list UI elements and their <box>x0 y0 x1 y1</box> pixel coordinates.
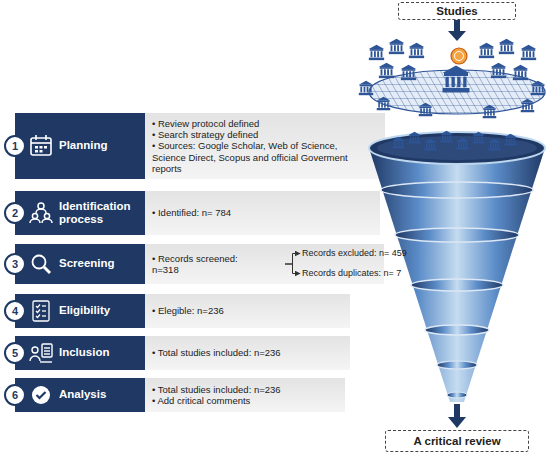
node-text: Identification process <box>59 200 141 226</box>
step-number: 4 <box>4 300 26 322</box>
node-text: Screening <box>59 257 141 270</box>
funnel <box>369 131 545 402</box>
result-box: A critical review <box>385 430 529 452</box>
bank-cloud <box>359 39 545 118</box>
step-number: 6 <box>4 384 26 406</box>
step-number: 5 <box>4 342 26 364</box>
outcome-text: Records duplicates: n= 7 <box>300 265 420 282</box>
node-text: • Sources: Google Scholar, Web of Scienc… <box>152 140 355 174</box>
node-text: 5 <box>12 347 18 359</box>
node-text: • Add critical comments <box>152 395 315 406</box>
node-text: 1 <box>12 140 18 152</box>
step-number: 1 <box>4 135 26 157</box>
step-label: Eligibility <box>15 294 145 328</box>
node-text: Inclusion <box>59 346 141 359</box>
node-text: • Identified: n= 784 <box>152 207 350 218</box>
step-number: 3 <box>4 253 26 275</box>
step-details: • Elegible: n=236 <box>145 294 350 328</box>
branch-arrow <box>285 254 300 265</box>
node-text: • Records screened: n=318 <box>152 253 255 276</box>
step-details: • Identified: n= 784 <box>145 191 380 235</box>
node-text: A critical review <box>413 435 500 447</box>
node-text: 6 <box>12 389 18 401</box>
step-label: Screening <box>15 244 145 284</box>
step-details: • Records screened: n=318 <box>145 244 285 284</box>
node-text: • Elegible: n=236 <box>152 305 320 316</box>
node-text: Records duplicates: n= 7 <box>302 268 401 279</box>
step-details: • Total studies included: n=236• Add cri… <box>145 378 345 412</box>
branch-arrow <box>285 264 300 274</box>
step-details: • Review protocol defined• Search strate… <box>145 113 385 179</box>
node-text: • Review protocol defined <box>152 118 355 129</box>
node-text: Studies <box>436 5 478 17</box>
node-text: 3 <box>12 258 18 270</box>
check-icon <box>32 386 50 404</box>
source-box: Studies <box>398 2 516 20</box>
node-text: Planning <box>59 139 141 152</box>
node-text: • Total studies included: n=236 <box>152 347 320 358</box>
step-details: • Total studies included: n=236 <box>145 336 350 370</box>
outcome-text: Records excluded: n= 459 <box>300 245 420 262</box>
node-text: 2 <box>12 207 18 219</box>
step-number: 2 <box>4 202 26 224</box>
node-text: Analysis <box>59 388 141 401</box>
result-arrow <box>448 404 466 428</box>
step-label: Planning <box>15 113 145 179</box>
source-arrow <box>448 20 466 41</box>
node-text: Records excluded: n= 459 <box>302 248 407 259</box>
node-text: • Total studies included: n=236 <box>152 384 315 395</box>
node-text: • Search strategy defined <box>152 129 355 140</box>
node-text: 4 <box>12 305 18 317</box>
node-text: Eligibility <box>59 304 141 317</box>
